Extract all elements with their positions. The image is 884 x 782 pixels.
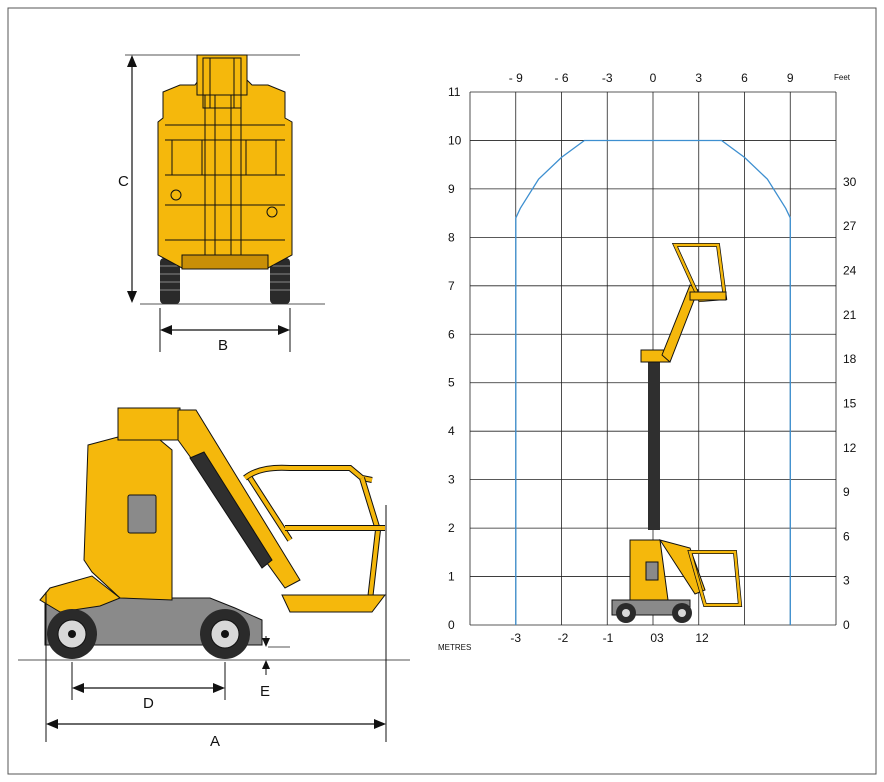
top-tick-label: 0 [650, 71, 657, 85]
left-tick-label: 3 [448, 473, 455, 487]
top-tick-label: - 9 [509, 71, 523, 85]
left-tick-label: 4 [448, 424, 455, 438]
right-tick-label: 18 [843, 352, 857, 366]
right-tick-label: 15 [843, 396, 857, 410]
front-view-machine [125, 54, 325, 352]
outer-frame [7, 7, 877, 775]
right-tick-label: 6 [843, 529, 850, 543]
units-left-label: METRES [438, 643, 471, 652]
top-tick-label: -3 [602, 71, 613, 85]
right-tick-label: 0 [843, 618, 850, 632]
bottom-tick-label: -1 [603, 631, 614, 645]
right-tick-label: 21 [843, 308, 857, 322]
dimension-label-d: D [143, 695, 154, 712]
bottom-tick-label: 12 [695, 631, 709, 645]
bottom-tick-label: -3 [510, 631, 521, 645]
bottom-tick-label: 03 [650, 631, 664, 645]
top-tick-label: 3 [695, 71, 702, 85]
left-tick-label: 1 [448, 570, 455, 584]
left-tick-label: 8 [448, 230, 455, 244]
right-tick-label: 30 [843, 175, 857, 189]
right-tick-label: 3 [843, 574, 850, 588]
top-tick-label: - 6 [554, 71, 568, 85]
units-top-label: Feet [834, 73, 851, 82]
working-envelope-line [515, 139, 791, 625]
left-tick-label: 11 [448, 85, 461, 99]
dimension-label-a: A [210, 733, 220, 750]
top-tick-label: 9 [787, 71, 794, 85]
dimension-label-c: C [118, 173, 129, 190]
dimension-label-e: E [260, 683, 270, 700]
extended-machine-illustration [611, 243, 743, 623]
left-tick-label: 5 [448, 376, 455, 390]
left-tick-label: 0 [448, 618, 455, 632]
right-tick-label: 24 [843, 264, 857, 278]
dimension-label-b: B [218, 337, 228, 354]
left-tick-label: 10 [448, 133, 462, 147]
right-tick-label: 9 [843, 485, 850, 499]
side-view-machine [18, 407, 410, 742]
bottom-tick-label: -2 [558, 631, 569, 645]
left-tick-label: 6 [448, 327, 455, 341]
left-tick-label: 7 [448, 279, 455, 293]
top-tick-label: 6 [741, 71, 748, 85]
right-tick-label: 12 [843, 441, 857, 455]
left-tick-label: 2 [448, 521, 455, 535]
left-tick-label: 9 [448, 182, 455, 196]
right-tick-label: 27 [843, 219, 857, 233]
